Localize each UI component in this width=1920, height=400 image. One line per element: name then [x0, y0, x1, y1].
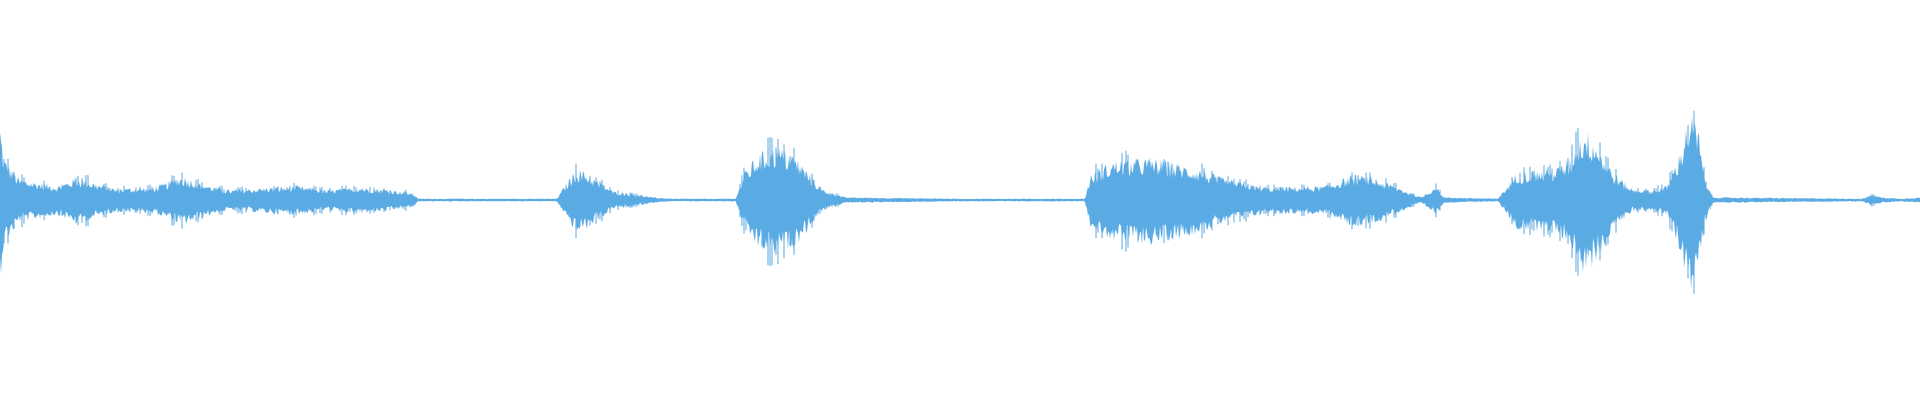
- waveform-samples: [0, 110, 1920, 294]
- waveform-body: [0, 117, 1920, 289]
